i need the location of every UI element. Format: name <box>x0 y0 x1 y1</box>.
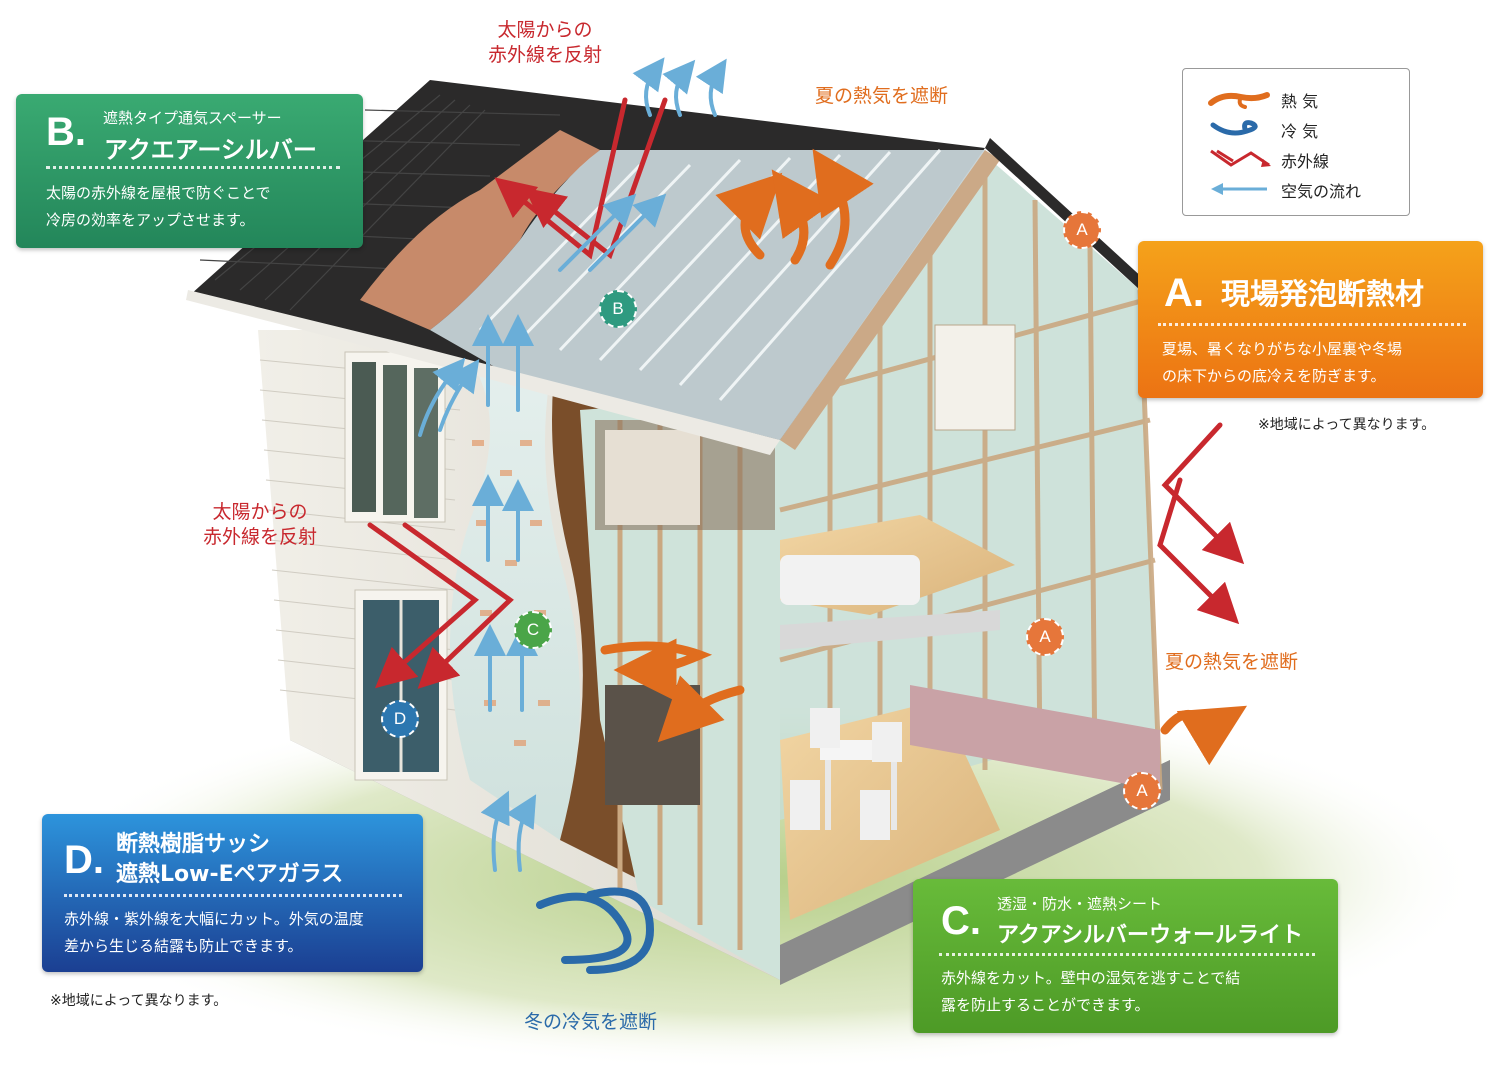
legend-label-infrared: 赤外線 <box>1281 152 1330 171</box>
marker-a-gable: A <box>1063 211 1101 249</box>
infrared-icon <box>1210 149 1271 167</box>
panel-c-aqua-silver-wall-light: C. 透湿・防水・遮熱シート アクアシルバーウォールライト 赤外線をカット。壁中… <box>913 879 1338 1033</box>
panel-c-description-line-2: 露を防止することができます。 <box>941 996 1150 1014</box>
legend-row-infrared: 赤外線 <box>1183 145 1409 173</box>
winter-cold-label: 冬の冷気を遮断 <box>524 1011 658 1033</box>
roof-infrared-reflect-line-1: 太陽からの <box>497 19 593 41</box>
panel-a-region-note: ※地域によって異なります。 <box>1258 417 1436 433</box>
legend: 熱 気 冷 気 赤外線 空気の流れ <box>1182 68 1410 216</box>
panel-d-divider <box>64 894 402 897</box>
panel-a-description: 夏場、暑くなりがちな小屋裏や冬場 の床下からの底冷えを防ぎます。 <box>1162 336 1402 390</box>
airflow-arrow-icon <box>1211 183 1267 195</box>
panel-a-letter: A. <box>1164 271 1204 315</box>
panel-c-subtitle: 透湿・防水・遮熱シート <box>997 895 1163 913</box>
legend-row-heat: 熱 気 <box>1183 85 1409 113</box>
panel-b-description-line-1: 太陽の赤外線を屋根で防ぐことで <box>46 184 271 202</box>
panel-d-title-line-1: 断熱樹脂サッシ <box>116 832 271 857</box>
cold-flow-icon <box>1210 120 1258 136</box>
legend-label-heat: 熱 気 <box>1281 92 1319 111</box>
panel-b-title: アクエアーシルバー <box>104 136 317 164</box>
panel-d-resin-sash-low-e: D. 断熱樹脂サッシ 遮熱Low-Eペアガラス 赤外線・紫外線を大幅にカット。外… <box>42 814 423 972</box>
legend-label-airflow: 空気の流れ <box>1281 182 1362 201</box>
marker-d: D <box>381 700 419 738</box>
wall-infrared-reflect-line-1: 太陽からの <box>212 501 308 523</box>
panel-a-description-line-1: 夏場、暑くなりがちな小屋裏や冬場 <box>1162 340 1403 358</box>
summer-heat-top-label: 夏の熱気を遮断 <box>815 85 949 107</box>
panel-c-description-line-1: 赤外線をカット。壁中の湿気を逃すことで結 <box>941 969 1241 987</box>
wall-infrared-reflect-label: 太陽からの 赤外線を反射 <box>185 500 335 550</box>
panel-a-divider <box>1158 323 1466 326</box>
panel-d-description: 赤外線・紫外線を大幅にカット。外気の温度 差から生じる結露も防止できます。 <box>64 906 364 960</box>
panel-c-divider <box>939 953 1315 956</box>
panel-d-description-line-2: 差から生じる結露も防止できます。 <box>64 937 303 955</box>
panel-b-letter: B. <box>46 110 86 154</box>
panel-d-region-note: ※地域によって異なります。 <box>50 993 228 1009</box>
panel-d-title-line-2: 遮熱Low-Eペアガラス <box>116 862 344 887</box>
roof-infrared-reflect-label: 太陽からの 赤外線を反射 <box>470 18 620 68</box>
legend-row-airflow: 空気の流れ <box>1183 175 1409 203</box>
marker-a-foundation: A <box>1123 772 1161 810</box>
panel-b-divider <box>46 166 340 169</box>
summer-heat-right-label: 夏の熱気を遮断 <box>1165 651 1299 673</box>
marker-c: C <box>514 611 552 649</box>
panel-a-title: 現場発泡断熱材 <box>1221 277 1425 311</box>
panel-c-title: アクアシルバーウォールライト <box>997 923 1304 948</box>
heat-flow-icon <box>1208 92 1270 109</box>
panel-a-spray-foam-insulation: A. 現場発泡断熱材 夏場、暑くなりがちな小屋裏や冬場 の床下からの底冷えを防ぎ… <box>1138 241 1483 398</box>
panel-c-description: 赤外線をカット。壁中の湿気を逃すことで結 露を防止することができます。 <box>941 965 1240 1019</box>
panel-b-subtitle: 遮熱タイプ通気スペーサー <box>103 109 282 127</box>
roof-infrared-reflect-line-2: 赤外線を反射 <box>487 44 602 66</box>
panel-c-letter: C. <box>941 899 981 943</box>
legend-row-cold: 冷 気 <box>1183 115 1409 143</box>
marker-a-wall: A <box>1026 618 1064 656</box>
wall-infrared-reflect-line-2: 赤外線を反射 <box>202 526 317 548</box>
panel-b-aqua-air-silver: B. 遮熱タイプ通気スペーサー アクエアーシルバー 太陽の赤外線を屋根で防ぐこと… <box>16 94 363 248</box>
marker-b: B <box>599 290 637 328</box>
panel-b-description-line-2: 冷房の効率をアップさせます。 <box>46 211 255 229</box>
legend-label-cold: 冷 気 <box>1281 122 1319 141</box>
panel-d-description-line-1: 赤外線・紫外線を大幅にカット。外気の温度 <box>64 910 364 928</box>
panel-d-letter: D. <box>64 838 104 882</box>
panel-a-description-line-2: の床下からの底冷えを防ぎます。 <box>1162 367 1386 385</box>
panel-b-description: 太陽の赤外線を屋根で防ぐことで 冷房の効率をアップさせます。 <box>46 180 271 234</box>
